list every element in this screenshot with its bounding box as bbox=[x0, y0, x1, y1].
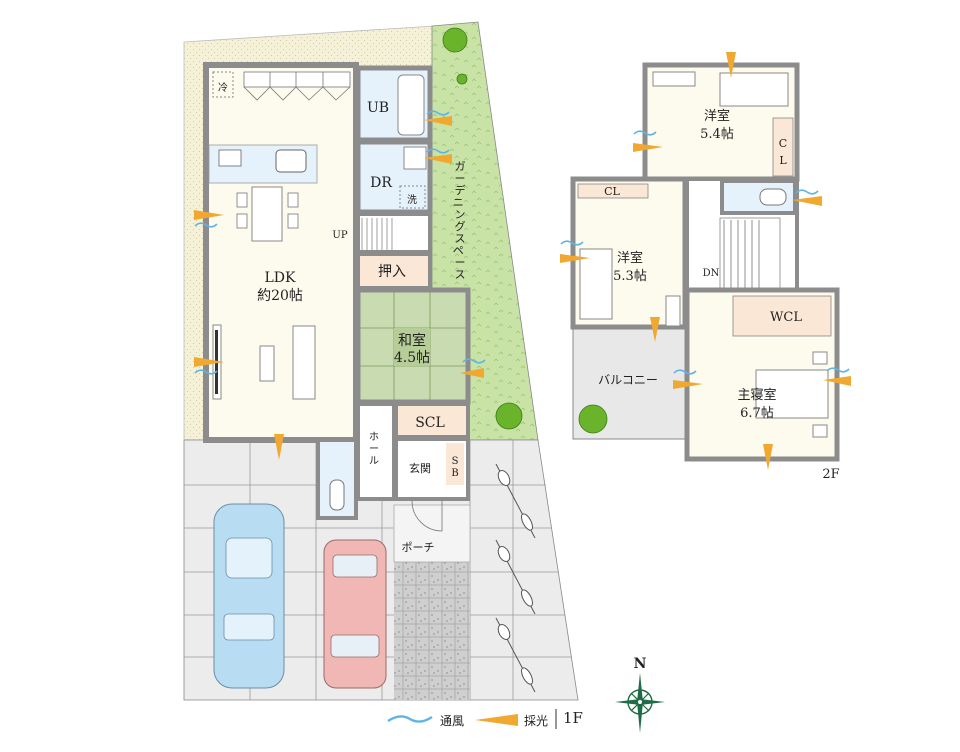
compass-icon bbox=[615, 673, 665, 733]
stairs-1f bbox=[356, 212, 432, 254]
daylight-markers-1f bbox=[194, 116, 484, 460]
shoebox bbox=[446, 443, 464, 485]
ventilation-legend-label: 通風 bbox=[440, 714, 465, 728]
hall bbox=[356, 402, 396, 501]
nightstand-icon bbox=[812, 424, 828, 438]
fridge-space bbox=[212, 71, 234, 98]
ldk-label: LDK bbox=[265, 270, 297, 286]
ventilation-legend-icon bbox=[387, 715, 433, 723]
balcony-label: バルコニー bbox=[598, 373, 658, 387]
dr-label: DR bbox=[370, 175, 392, 191]
double-bed-icon bbox=[755, 369, 829, 419]
hall-label: ホール bbox=[369, 431, 379, 467]
washer-space bbox=[399, 185, 426, 209]
genkan-label: 玄関 bbox=[409, 461, 431, 475]
cl-closet-vertical bbox=[772, 117, 794, 177]
sb-label-b: B bbox=[451, 468, 458, 479]
shrub-icon bbox=[456, 73, 468, 85]
coffee-table bbox=[259, 345, 275, 382]
bicycle-icons bbox=[495, 463, 536, 693]
desk-icon bbox=[665, 295, 681, 327]
stove-icon bbox=[218, 149, 242, 167]
gravel-path bbox=[394, 562, 470, 700]
tree-icon bbox=[495, 402, 523, 430]
cl-horizontal-label: CL bbox=[604, 185, 620, 198]
cl-l-label: L bbox=[779, 154, 787, 167]
tatami-center bbox=[394, 328, 430, 366]
entry-door-swing bbox=[411, 500, 443, 532]
oshiire-closet bbox=[356, 252, 432, 290]
ldk-floor bbox=[206, 65, 356, 440]
daylight-legend-label: 採光 bbox=[524, 714, 549, 728]
porch-label: ポーチ bbox=[402, 541, 435, 554]
wcl-closet bbox=[732, 295, 832, 337]
tree-icon bbox=[442, 27, 468, 53]
stairs-2f bbox=[719, 217, 781, 289]
fridge-label: 冷 bbox=[218, 81, 228, 94]
washitsu-size: 4.5帖 bbox=[394, 350, 430, 366]
cl-closet-horizontal bbox=[577, 183, 649, 199]
washitsu-room bbox=[355, 287, 471, 405]
bed-icon bbox=[579, 248, 613, 320]
bathtub-icon bbox=[397, 74, 425, 136]
master-label: 主寝室 bbox=[737, 387, 776, 403]
nightstand-icon bbox=[812, 351, 828, 365]
yoshitsu-54-label: 洋室 bbox=[704, 108, 730, 124]
yoshitsu-53-label: 洋室 bbox=[617, 250, 643, 266]
tree-icon bbox=[578, 404, 608, 434]
car-blue-icon bbox=[213, 503, 285, 689]
stairs-down-label: DN bbox=[703, 268, 720, 279]
sofa bbox=[292, 325, 316, 400]
desk-icon bbox=[652, 71, 696, 87]
garden-label: ガーデニ ングスペ ース bbox=[453, 160, 468, 281]
master-size: 6.7帖 bbox=[740, 406, 774, 421]
toilet-icon bbox=[759, 188, 787, 206]
daylight-markers-2f bbox=[560, 52, 851, 470]
stairs-up-label: UP bbox=[332, 230, 347, 241]
sink-icon bbox=[275, 149, 307, 173]
washitsu-label: 和室 bbox=[398, 332, 426, 349]
ldk-size: 約20帖 bbox=[257, 288, 303, 304]
daylight-legend-icon bbox=[475, 714, 518, 726]
wcl-label: WCL bbox=[770, 310, 802, 325]
kitchen-cabinets bbox=[243, 71, 351, 88]
floor-2f-label: 2F bbox=[822, 467, 839, 482]
yoshitsu-54-size: 5.4帖 bbox=[700, 127, 734, 142]
sb-label-s: S bbox=[452, 456, 459, 467]
porch bbox=[393, 504, 471, 563]
bed-icon bbox=[719, 72, 789, 107]
scl-label: SCL bbox=[415, 415, 445, 431]
oshiire-label: 押入 bbox=[378, 264, 406, 280]
floor-1f-label: 1F bbox=[563, 709, 583, 727]
wash-label: 洗 bbox=[407, 194, 417, 206]
toilet-icon bbox=[329, 479, 345, 511]
ub-label: UB bbox=[367, 100, 389, 116]
compass-north-label: N bbox=[634, 656, 647, 672]
yoshitsu-53-size: 5.3帖 bbox=[613, 269, 647, 284]
dining-chairs bbox=[236, 192, 299, 229]
cl-c-label: C bbox=[779, 137, 787, 150]
dining-table bbox=[251, 186, 283, 242]
washbasin-icon bbox=[403, 146, 427, 170]
